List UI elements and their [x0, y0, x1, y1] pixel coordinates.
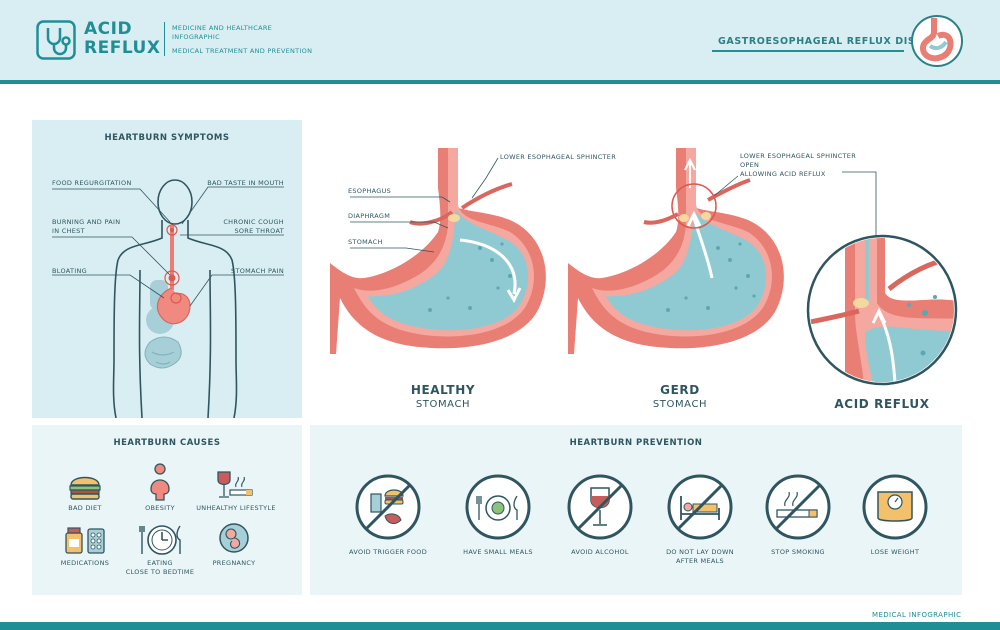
cause-label: CLOSE TO BEDTIME — [125, 568, 195, 576]
healthy-subtitle: STOMACH — [415, 399, 471, 410]
cause-label: MEDICATIONS — [60, 559, 110, 567]
prevention-label: LOSE WEIGHT — [870, 548, 920, 556]
cause-bad-diet: BAD DIET — [45, 504, 125, 513]
prevention-small-meals: HAVE SMALL MEALS — [448, 548, 548, 557]
cause-unhealthy-lifestyle: UNHEALTHY LIFESTYLE — [189, 504, 283, 513]
no-bed-icon — [667, 474, 733, 540]
fetus-icon — [219, 523, 249, 553]
symptoms-panel — [32, 120, 302, 418]
subtitle-2: INFOGRAPHIC — [172, 33, 220, 41]
cause-label: BAD DIET — [68, 504, 102, 512]
healthy-title: HEALTHY — [410, 383, 476, 397]
cause-label: OBESITY — [145, 504, 175, 512]
label-esophagus: ESOPHAGUS — [348, 187, 392, 195]
body-figure — [52, 179, 284, 418]
cause-obesity: OBESITY — [120, 504, 200, 513]
scale-icon — [862, 474, 928, 540]
wine-cigarette-icon — [217, 471, 253, 498]
label-stomach: STOMACH — [348, 238, 383, 246]
symptoms-title: HEARTBURN SYMPTOMS — [104, 133, 230, 143]
header-band — [0, 0, 1000, 80]
prevention-label: AFTER MEALS — [676, 557, 724, 565]
no-junk-food-icon — [355, 474, 421, 540]
symptom-stomach-pain: STOMACH PAIN — [200, 267, 284, 276]
healthy-stomach-illustration — [330, 148, 546, 354]
cause-pregnancy: PREGNANCY — [194, 559, 274, 568]
clock-plate-icon — [139, 525, 181, 555]
stomach-badge-icon — [911, 15, 963, 67]
causes-panel — [32, 425, 302, 595]
gerd-stomach-illustration — [568, 148, 784, 354]
symptom-label: IN CHEST — [52, 227, 85, 235]
title-line-1: ACID — [84, 19, 133, 39]
les-open-line: LOWER ESOPHAGEAL SPHINCTER OPEN — [740, 152, 857, 169]
healthy-leader-lines — [350, 157, 499, 253]
symptom-label: BAD TASTE IN MOUTH — [207, 179, 284, 187]
symptom-food-regurgitation: FOOD REGURGITATION — [52, 179, 132, 188]
symptom-bad-taste: BAD TASTE IN MOUTH — [200, 179, 284, 188]
title-separator — [164, 22, 165, 56]
acid-reflux-zoom — [806, 234, 958, 386]
symptom-label: FOOD REGURGITATION — [52, 179, 132, 187]
subtitle-1: MEDICINE AND HEALTHCARE — [172, 24, 273, 32]
cause-label: EATING — [147, 559, 173, 567]
prevention-label: STOP SMOKING — [771, 548, 825, 556]
cause-label: PREGNANCY — [212, 559, 256, 567]
prevention-label: DO NOT LAY DOWN — [666, 548, 734, 556]
symptom-label: STOMACH PAIN — [231, 267, 284, 275]
cause-medications: MEDICATIONS — [45, 559, 125, 568]
label-les-open: LOWER ESOPHAGEAL SPHINCTER OPEN ALLOWING… — [740, 152, 870, 179]
no-alcohol-icon — [567, 474, 633, 540]
no-smoking-icon — [765, 474, 831, 540]
subtitle-3: MEDICAL TREATMENT AND PREVENTION — [172, 47, 313, 55]
title-line-2: REFLUX — [84, 38, 161, 58]
causes-title: HEARTBURN CAUSES — [113, 438, 221, 448]
pills-icon — [65, 527, 105, 554]
disease-title: GASTROESOPHAGEAL REFLUX DISEASE — [718, 36, 945, 47]
burger-icon — [69, 476, 101, 500]
les-open-line: ALLOWING ACID REFLUX — [740, 170, 826, 178]
symptom-bloating: BLOATING — [52, 267, 87, 276]
footer-caption: MEDICAL INFOGRAPHIC — [872, 611, 962, 619]
header-divider — [0, 80, 1000, 84]
app-title: ACID REFLUX — [84, 20, 160, 58]
gerd-title: GERD — [660, 383, 700, 397]
footer-band — [0, 622, 1000, 630]
symptom-label: CHRONIC COUGH — [223, 218, 284, 226]
prevention-label: AVOID TRIGGER FOOD — [348, 548, 427, 556]
prevention-avoid-alcohol: AVOID ALCOHOL — [550, 548, 650, 557]
stethoscope-icon — [36, 20, 76, 60]
small-meal-icon — [465, 474, 531, 540]
prevention-lose-weight: LOSE WEIGHT — [845, 548, 945, 557]
acid-reflux-title: ACID REFLUX — [834, 397, 930, 411]
gerd-subtitle: STOMACH — [652, 399, 708, 410]
prevention-title: HEARTBURN PREVENTION — [569, 438, 703, 448]
prevention-stop-smoking: STOP SMOKING — [748, 548, 848, 557]
disease-underline — [712, 50, 904, 52]
person-icon — [150, 463, 170, 501]
cause-label: UNHEALTHY LIFESTYLE — [196, 504, 276, 512]
label-diaphragm: DIAPHRAGM — [348, 212, 391, 220]
prevention-label: AVOID ALCOHOL — [571, 548, 629, 556]
gerd-leader-lines — [713, 171, 877, 248]
symptom-label: BURNING AND PAIN — [52, 218, 121, 226]
symptom-label: SORE THROAT — [234, 227, 284, 235]
symptom-label: BLOATING — [52, 267, 87, 275]
prevention-label: HAVE SMALL MEALS — [463, 548, 533, 556]
label-les: LOWER ESOPHAGEAL SPHINCTER — [500, 153, 617, 161]
prevention-avoid-trigger-food: AVOID TRIGGER FOOD — [338, 548, 438, 557]
